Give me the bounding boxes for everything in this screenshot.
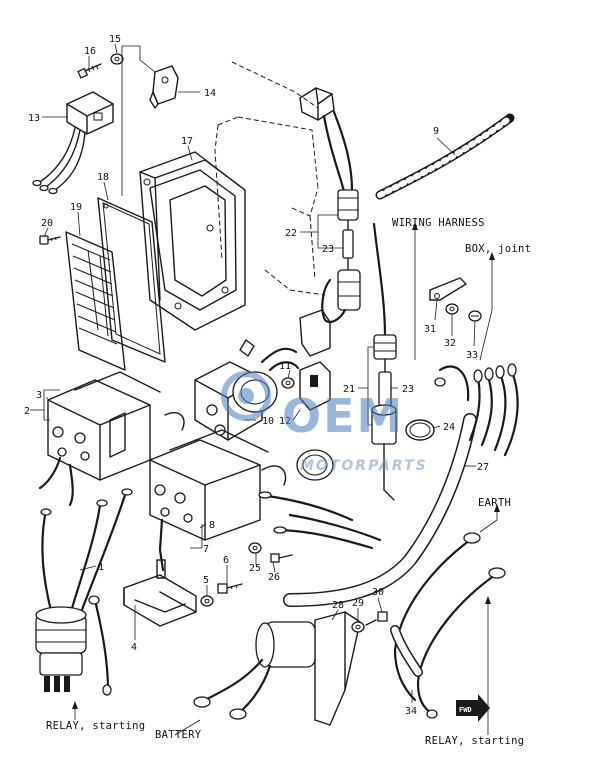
part-11-washer xyxy=(281,377,295,389)
part-5-washer xyxy=(200,595,214,607)
callout-23-mid: 23 xyxy=(402,384,414,395)
callout-16: 16 xyxy=(84,46,96,57)
callout-11: 11 xyxy=(279,361,291,372)
part-29-washer xyxy=(351,621,365,633)
part-2-clip xyxy=(164,412,185,431)
callout-5: 5 xyxy=(203,575,209,586)
callout-18: 18 xyxy=(97,172,109,183)
part-3-relay xyxy=(38,371,161,507)
callout-15: 15 xyxy=(109,34,121,45)
callout-13: 13 xyxy=(28,113,40,124)
callout-31: 31 xyxy=(424,324,436,335)
watermark-gear-icon xyxy=(221,371,271,421)
part-34-earth-cables xyxy=(390,532,506,719)
callout-21: 21 xyxy=(343,384,355,395)
part-33-screw xyxy=(468,310,482,322)
callout-29: 29 xyxy=(352,598,364,609)
callout-12: 12 xyxy=(279,416,291,427)
part-21-fuse-holder xyxy=(371,222,397,501)
part-4-bracket xyxy=(123,574,197,627)
part-9-sleeve xyxy=(375,113,515,200)
callout-17: 17 xyxy=(181,136,193,147)
part-6-screw xyxy=(217,583,243,594)
callout-24: 24 xyxy=(443,422,455,433)
callout-1: 1 xyxy=(98,562,104,573)
callout-23-top: 23 xyxy=(322,244,334,255)
callout-2: 2 xyxy=(24,406,30,417)
callout-14: 14 xyxy=(204,88,216,99)
watermark-brand: OEM xyxy=(282,389,404,443)
part-25-washer xyxy=(248,542,262,554)
label-relay-starting-left: RELAY, starting xyxy=(46,720,145,732)
callout-32: 32 xyxy=(444,338,456,349)
callout-30: 30 xyxy=(372,587,384,598)
callout-7: 7 xyxy=(203,544,209,555)
label-earth: EARTH xyxy=(478,497,511,509)
part-1-harness xyxy=(35,488,133,696)
part-13-unit xyxy=(32,91,114,195)
callout-9: 9 xyxy=(433,126,439,137)
part-30-screw xyxy=(365,611,388,626)
watermark-logo: OEM MOTORPARTS xyxy=(221,371,428,474)
wire-bundle-middle xyxy=(258,491,382,550)
part-8-relay xyxy=(149,429,269,579)
part-31-bracket xyxy=(429,277,467,301)
callout-4: 4 xyxy=(131,642,137,653)
callout-6: 6 xyxy=(223,555,229,566)
part-7-clip xyxy=(261,465,287,486)
callout-33: 33 xyxy=(466,350,478,361)
part-17-cover xyxy=(139,151,246,331)
callout-3: 3 xyxy=(36,390,42,401)
callouts: 16 15 14 13 17 9 18 19 20 22 23 11 31 32… xyxy=(24,34,489,717)
fwd-label: FWD xyxy=(459,706,472,714)
part-19-label xyxy=(65,231,126,371)
label-wiring-harness: WIRING HARNESS xyxy=(392,217,485,229)
leader-lines xyxy=(30,43,476,703)
part-24-o-ring xyxy=(405,419,435,441)
part-22-fuse-holder xyxy=(299,87,361,324)
wiring-harness-box xyxy=(434,363,519,457)
label-battery: BATTERY xyxy=(155,729,202,741)
callout-8: 8 xyxy=(209,520,215,531)
callout-34: 34 xyxy=(405,706,417,717)
label-arrows xyxy=(72,222,500,736)
assembly-outline xyxy=(214,61,326,296)
text-labels: WIRING HARNESS BOX, joint EARTH RELAY, s… xyxy=(46,217,531,747)
part-20-screw xyxy=(39,235,61,245)
part-27-hose xyxy=(283,413,477,607)
part-14-bracket xyxy=(149,65,179,109)
part-26-screw xyxy=(270,553,293,563)
callout-26: 26 xyxy=(268,572,280,583)
part-32-washer xyxy=(445,303,459,315)
part-18-gasket xyxy=(97,197,166,363)
callout-20: 20 xyxy=(41,218,53,229)
label-relay-starting-right: RELAY, starting xyxy=(425,735,524,747)
part-12b-sleeve xyxy=(296,449,334,481)
label-box-joint: BOX, joint xyxy=(465,243,531,255)
callout-27: 27 xyxy=(477,462,489,473)
callout-28: 28 xyxy=(332,600,344,611)
part-12-bracket xyxy=(299,309,331,411)
callout-22: 22 xyxy=(285,228,297,239)
part-16-screw xyxy=(77,63,102,79)
callout-10: 10 xyxy=(262,416,274,427)
watermark-sub: MOTORPARTS xyxy=(300,458,428,474)
part-15-washer xyxy=(110,53,124,65)
callout-19: 19 xyxy=(70,202,82,213)
fwd-arrow: FWD xyxy=(456,694,490,722)
part-28-bracket xyxy=(314,611,361,726)
battery-cable xyxy=(193,621,316,720)
callout-25: 25 xyxy=(249,563,261,574)
